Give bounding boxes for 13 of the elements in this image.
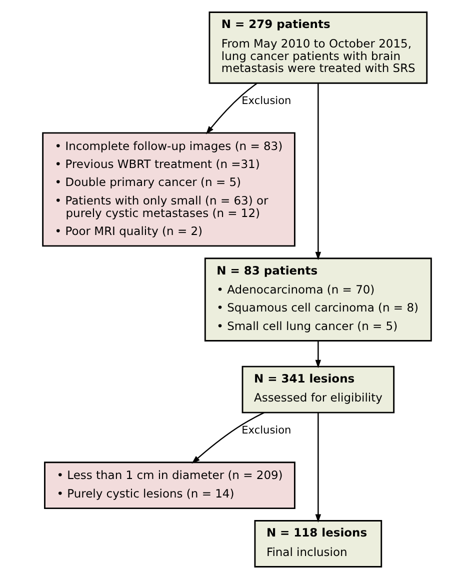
node-box: N = 341 lesions Assessed for eligibility: [242, 366, 395, 414]
node-box: N = 83 patients • Adenocarcinoma (n = 70) • Squamous cell carcinoma (n = 8) • Small cell lung cancer (n = 5): [204, 258, 432, 342]
node-box: • Less than 1 cm in diameter (n = 209) • Purely cystic lesions (n = 14): [44, 462, 296, 510]
arrow: [315, 340, 322, 368]
arrow: [192, 412, 264, 464]
node-box: N = 118 lesions Final inclusion: [254, 520, 382, 568]
node-box: • Incomplete follow-up images (n = 83) • Previous WBRT treatment (n =31) • Double primary cancer (n = 5) • Patients with only small (n = 63) or purely cystic metastases (n = 12) • Poor MRI quality (n = 2): [42, 132, 296, 247]
arrow: [206, 82, 258, 134]
node-box: N = 279 patients From May 2010 to October 2015, lung cancer patients with brain metastasis were treated with SRS: [208, 12, 428, 84]
arrow: [315, 83, 322, 260]
edge-label: Exclusion: [242, 95, 292, 107]
arrow: [315, 412, 322, 523]
edge-label: Exclusion: [242, 424, 292, 436]
